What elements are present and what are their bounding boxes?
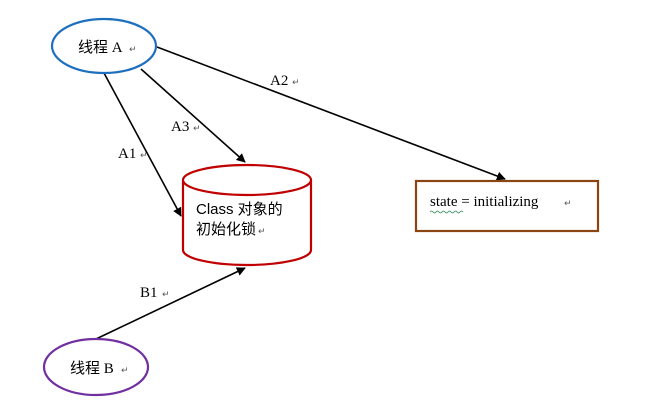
thread-a-ellipse	[50, 17, 158, 75]
thread-a-label: 线程 A	[78, 39, 123, 56]
edge-a2-text: A2	[270, 73, 288, 89]
state-box-label: state = initializing	[430, 194, 539, 210]
spellcheck-underline	[429, 210, 464, 214]
edge-a1-text: A1	[118, 146, 136, 162]
edge-a2-arrow	[156, 46, 506, 181]
init-lock-label-line1: Class 对象的	[196, 201, 283, 218]
edge-a3-text: A3	[171, 119, 189, 135]
init-lock-cylinder: Class 对象的 初始化锁 ↵	[181, 163, 313, 267]
paragraph-mark-icon: ↵	[564, 199, 572, 209]
init-lock-label-line2: 初始化锁	[196, 221, 256, 238]
edge-a1-label: A1 ↵	[118, 146, 148, 162]
edge-a3-arrow	[140, 68, 246, 163]
cylinder-top	[181, 163, 313, 197]
paragraph-mark-icon: ↵	[129, 45, 137, 55]
cylinder-body	[181, 180, 313, 267]
thread-b-node: 线程 B ↵	[42, 337, 150, 397]
edge-b1-text: B1	[140, 285, 158, 301]
edge-a3-label: A3 ↵	[171, 119, 201, 135]
thread-b-label: 线程 B	[70, 360, 114, 377]
paragraph-mark-icon: ↵	[258, 227, 266, 237]
paragraph-mark-icon: ↵	[121, 366, 129, 376]
state-box: state = initializing ↵	[414, 179, 600, 233]
edge-a2-label: A2 ↵	[270, 73, 300, 89]
thread-b-ellipse	[42, 337, 150, 397]
paragraph-mark-icon: ↵	[140, 151, 148, 161]
paragraph-mark-icon: ↵	[292, 78, 300, 88]
state-box-rect	[414, 179, 600, 233]
edge-b1-arrow	[95, 267, 246, 340]
edge-b1-label: B1 ↵	[140, 285, 170, 301]
thread-a-node: 线程 A ↵	[50, 17, 158, 75]
edge-a1-arrow	[103, 72, 182, 217]
paragraph-mark-icon: ↵	[193, 124, 201, 134]
paragraph-mark-icon: ↵	[162, 290, 170, 300]
